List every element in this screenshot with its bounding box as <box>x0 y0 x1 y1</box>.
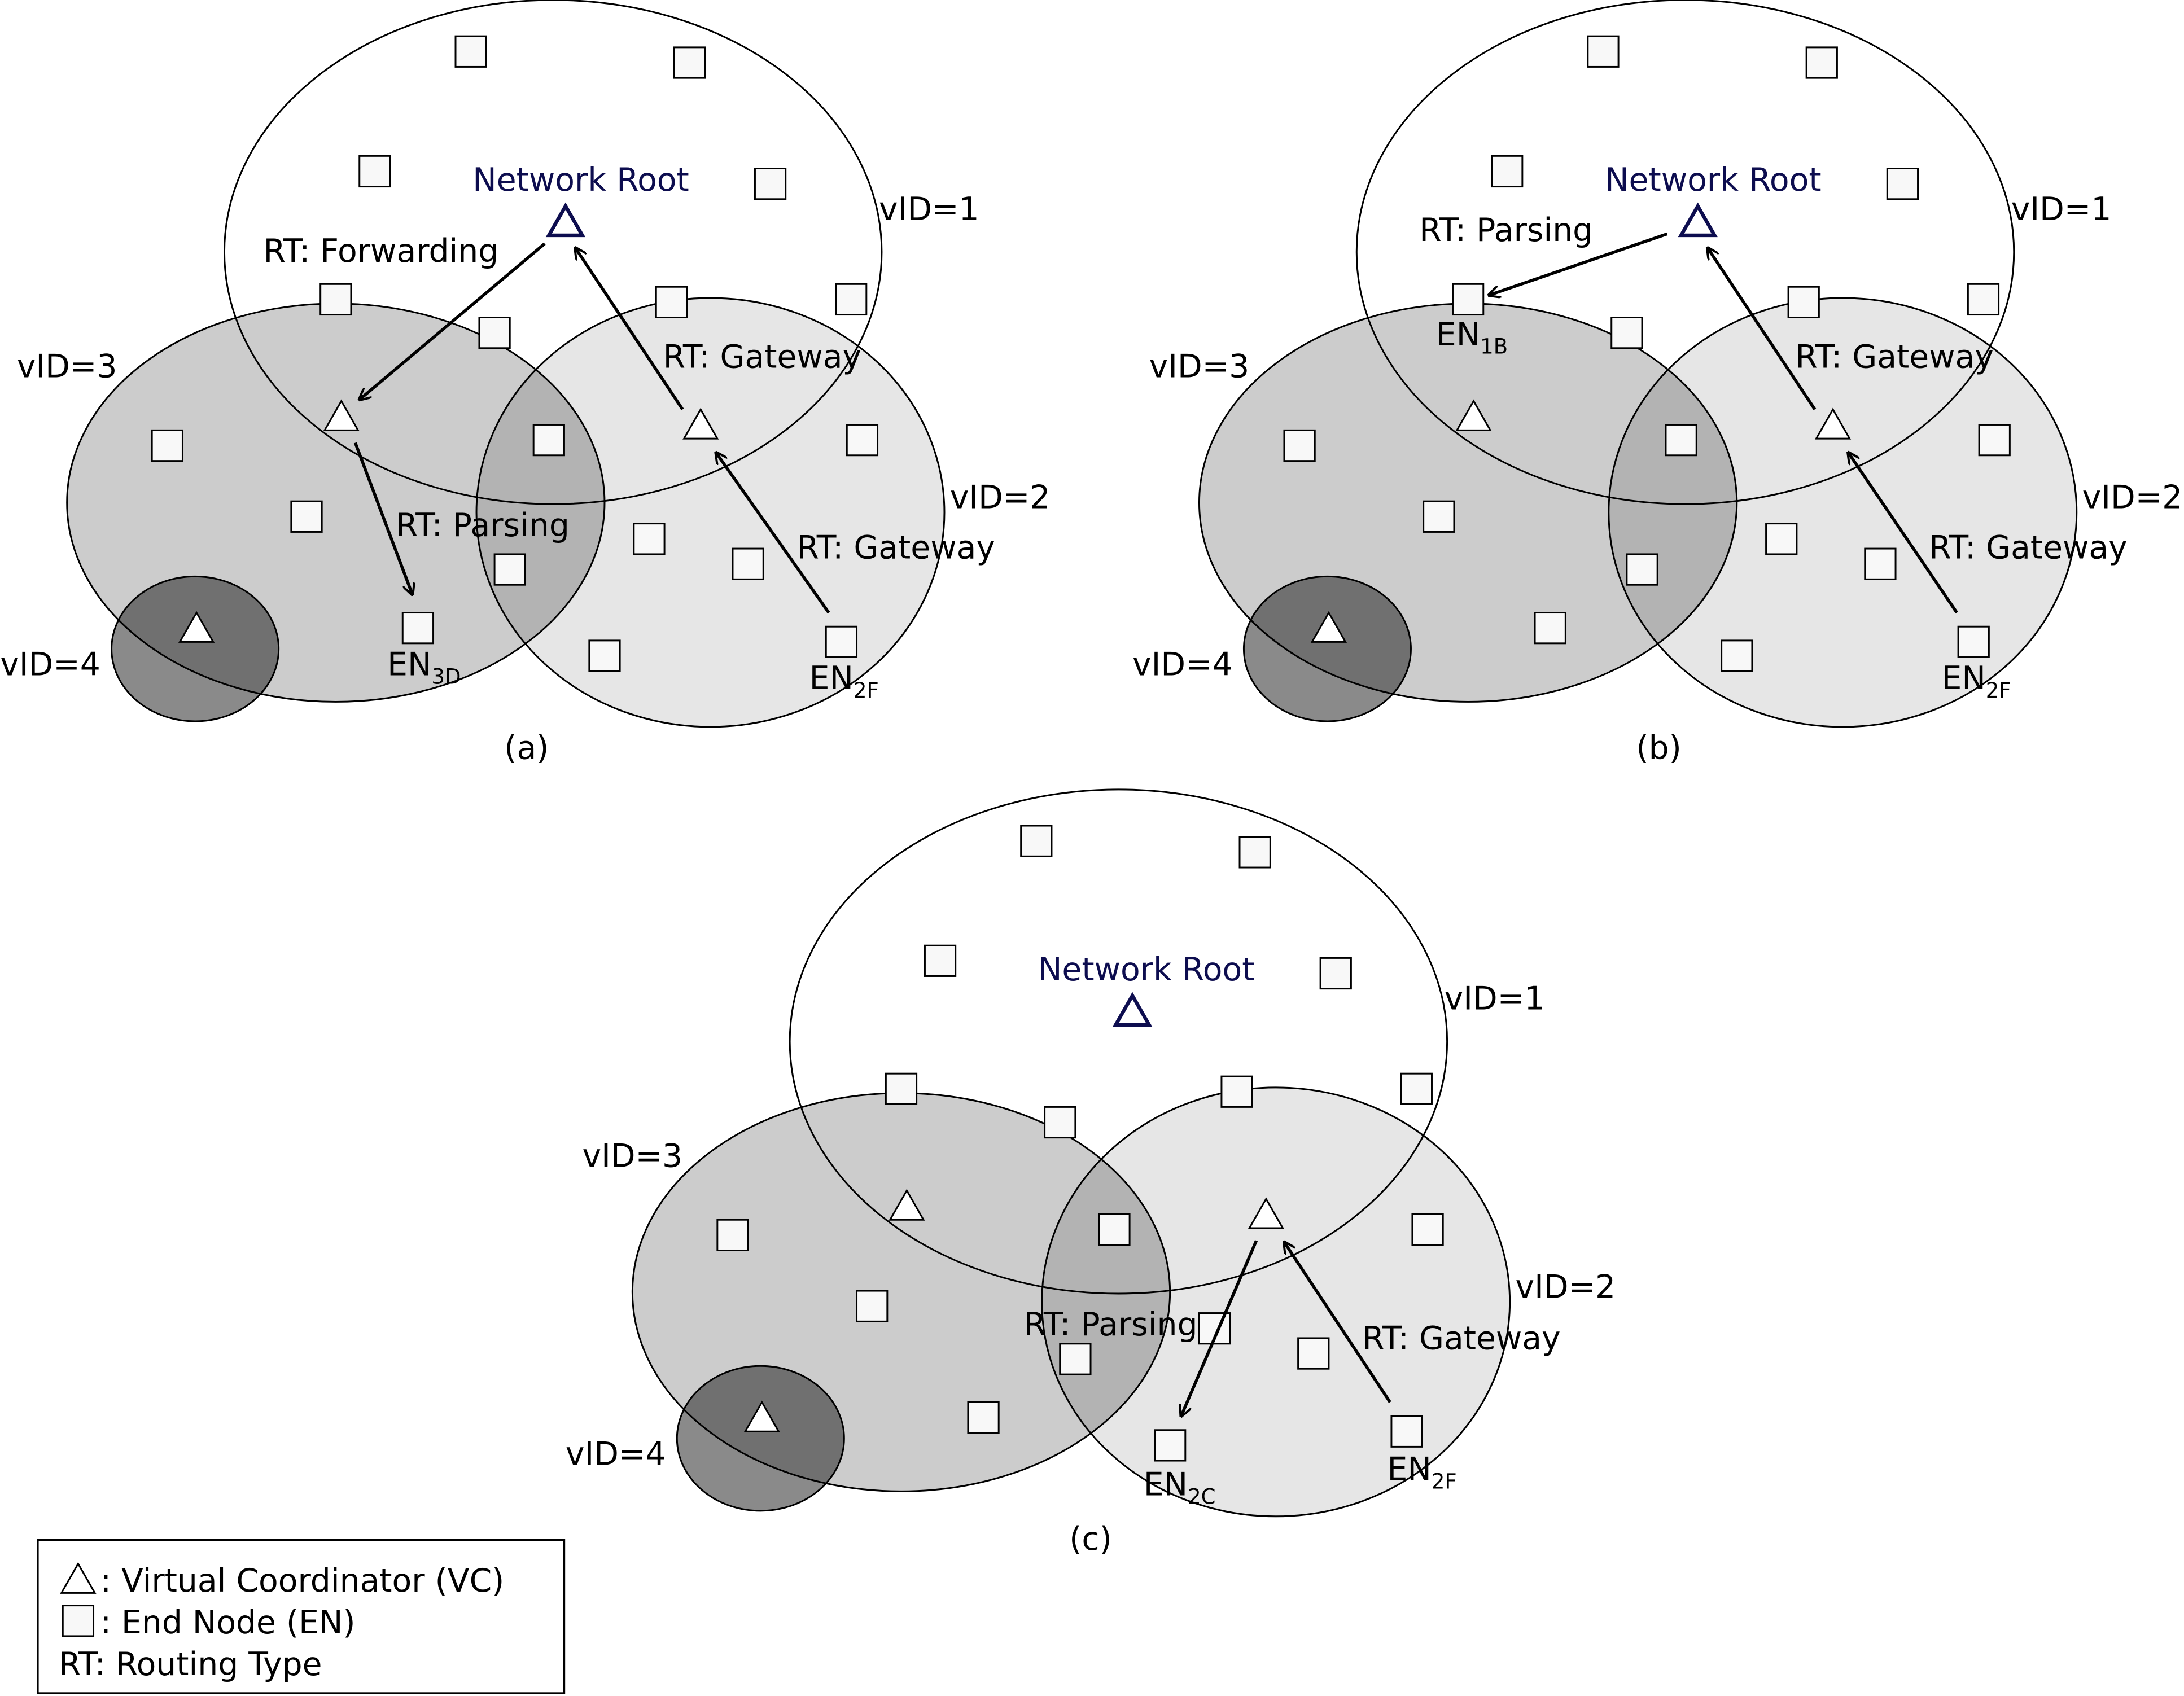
vid2-region <box>1608 297 2077 727</box>
end-node-label: EN2C <box>1144 1466 1216 1509</box>
vid3-label: vID=3 <box>1149 348 1250 385</box>
legend-rt-label: RT: Routing Type <box>59 1646 322 1683</box>
vid1-region <box>224 0 883 505</box>
vid2-label: vID=2 <box>1516 1268 1616 1305</box>
en-legend-icon <box>62 1605 95 1637</box>
rt-gateway-label: RT: Gateway <box>663 338 862 375</box>
routing-arrows <box>353 242 830 614</box>
legend-vc-label: : Virtual Coordinator (VC) <box>100 1562 504 1599</box>
network-root-icon <box>1115 996 1149 1025</box>
vid1-label: vID=1 <box>1445 980 1545 1018</box>
network-root-icon <box>549 206 582 235</box>
vid1-region <box>789 788 1448 1295</box>
panel-c: Network Root vID=1 vID=3 vID=2 vID=4 RT:… <box>566 788 1616 1558</box>
rt-parsing-label: RT: Parsing <box>1419 212 1593 249</box>
network-root-label: Network Root <box>1605 161 1821 199</box>
end-node-label: EN2F <box>809 660 879 703</box>
end-node-label: EN3D <box>387 646 461 689</box>
vid4-label: vID=4 <box>566 1435 666 1473</box>
panel-b: Network Root vID=1 vID=3 vID=2 vID=4 RT:… <box>1132 0 2182 767</box>
panel-a: Network Root vID=1 vID=3 vID=2 vID=4 RT:… <box>0 0 1050 767</box>
rt-parsing-label: RT: Parsing <box>1024 1306 1198 1343</box>
rt-parsing-label: RT: Parsing <box>396 507 570 544</box>
rt-gateway-label: RT: Gateway <box>1929 529 2128 566</box>
network-root-label: Network Root <box>1038 951 1254 988</box>
vid2-label: vID=2 <box>950 479 1051 516</box>
vid2-region <box>476 297 944 727</box>
rt-forwarding-label: RT: Forwarding <box>264 233 499 270</box>
legend-en-label: : End Node (EN) <box>100 1604 356 1641</box>
panel-caption: (b) <box>1636 730 1681 767</box>
vid4-label: vID=4 <box>0 646 100 683</box>
vid2-region <box>1041 1087 1510 1517</box>
end-node-label: EN2F <box>1941 660 2011 703</box>
vid1-region <box>1355 0 2015 505</box>
vid1-label: vID=1 <box>879 191 979 228</box>
rt-gateway-label: RT: Gateway <box>1362 1320 1561 1357</box>
network-root-icon <box>1681 206 1714 235</box>
end-node-label: EN2F <box>1388 1451 1457 1494</box>
rt-gateway-label: RT: Gateway <box>796 529 995 566</box>
vid1-label: vID=1 <box>2011 191 2112 228</box>
legend: : Virtual Coordinator (VC) : End Node (E… <box>37 1539 566 1694</box>
vid3-label: vID=3 <box>583 1137 683 1175</box>
panel-caption: (a) <box>504 730 549 767</box>
vid3-label: vID=3 <box>17 348 117 385</box>
panel-caption: (c) <box>1069 1520 1111 1558</box>
vid4-label: vID=4 <box>1132 646 1233 683</box>
vid2-label: vID=2 <box>2082 479 2183 516</box>
routing-arrows <box>1181 1241 1391 1416</box>
rt-gateway-label: RT: Gateway <box>1795 338 1994 375</box>
network-root-label: Network Root <box>472 161 689 199</box>
end-node-label: EN1B <box>1436 316 1508 359</box>
routing-arrows <box>1489 232 1958 614</box>
